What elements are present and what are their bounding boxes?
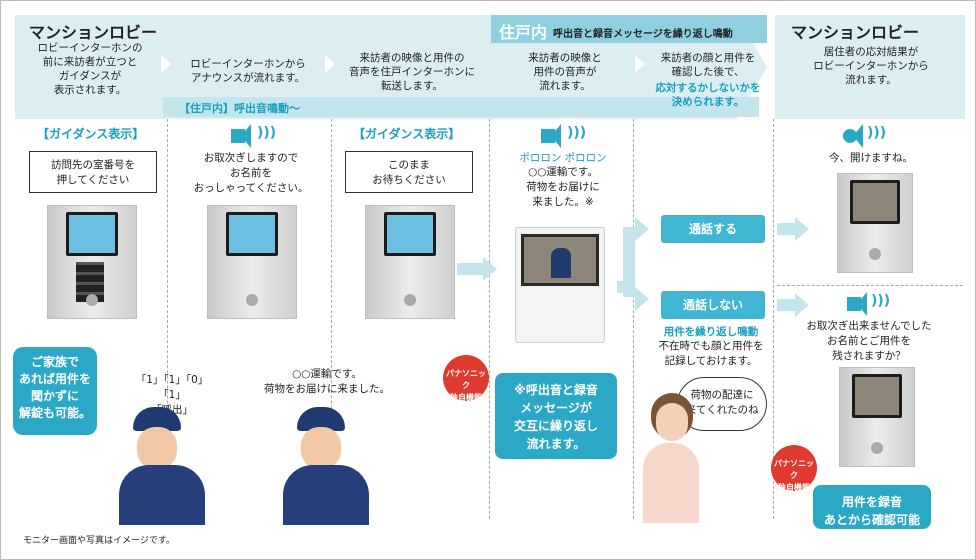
sound-wave-icon: ))): [871, 293, 891, 309]
sound-wave-icon: ))): [867, 125, 887, 141]
divider: [331, 119, 332, 519]
keypad-input-text: 「1」「1」「0」「1」 「呼出」: [135, 374, 209, 416]
chevron-icon: [635, 55, 645, 73]
resident-thought-bubble: 荷物の配達に 来てくれたのね: [677, 377, 767, 431]
guidance-tag: 【ガイダンス表示】: [37, 127, 145, 141]
arrow-right-icon: [795, 293, 809, 317]
divider: [489, 119, 490, 519]
step-1-text: ロビーインターホンの 前に来訪者が立つと ガイダンスが 表示されます。: [37, 42, 143, 96]
recorded-message-text: ○○運輸です。 荷物をお届けに 来ました。※: [526, 166, 600, 208]
exclusive-feature-badge: パナソニック 独自機能: [771, 445, 817, 492]
talk-button[interactable]: 通話する: [661, 215, 765, 243]
lobby-intercom-panel: [365, 205, 455, 319]
lobby-intercom-panel: [837, 173, 913, 273]
divider: [633, 119, 634, 519]
step-2-text: ロビーインターホンから アナウンスが流れます。: [190, 58, 306, 84]
step-5-highlight: 応対するかしないかを 決められます。: [655, 82, 761, 108]
reply-unavailable-text: お取次ぎ出来ませんでした お名前とご用件を 残されますか？: [806, 320, 932, 362]
sound-wave-icon: ))): [257, 125, 277, 141]
section-lobby-title: マンションロビー: [29, 23, 158, 42]
divider: [773, 119, 774, 519]
lobby-intercom-panel: [839, 367, 915, 467]
step-3-text: 来訪者の映像と用件の 音声を住戸インターホンに 転送します。: [349, 52, 475, 92]
speaker-icon: [541, 124, 561, 148]
guidance-tag: 【ガイダンス表示】: [353, 127, 461, 141]
ringing-label: 【住戸内】呼出音鳴動～: [179, 102, 300, 115]
no-talk-button[interactable]: 通話しない: [661, 291, 765, 319]
flow-arrow: [777, 299, 795, 311]
chevron-icon: [161, 55, 171, 73]
flow-arrow: [457, 263, 483, 275]
announce-text: お取次ぎしますので お名前を おっしゃってください。: [193, 152, 309, 194]
feature-badge-middle: ※呼出音と録音 メッセージが 交互に繰り返し 流れます。: [495, 373, 617, 459]
sound-wave-icon: ))): [567, 125, 587, 141]
feature-badge-left-text: ご家族で あれば用件を 聞かずに 解錠も可能。: [18, 355, 91, 420]
feature-badge-left: ご家族で あれば用件を 聞かずに 解錠も可能。: [13, 347, 97, 435]
exclusive-feature-badge: パナソニック 独自機能: [443, 355, 489, 402]
arrow-right-icon: [483, 257, 497, 281]
speaking-face-icon: [843, 124, 863, 148]
reply-open-text: 今、開けますね。: [829, 152, 913, 164]
section-lobby2-title: マンションロビー: [791, 23, 920, 42]
arrow-right-icon: [795, 217, 809, 241]
step-5-text: 来訪者の顔と用件を 確認した後で、: [660, 52, 756, 78]
delivery-worker-photo: [283, 407, 369, 525]
chevron-icon: [325, 55, 335, 73]
lobby-intercom-panel: [47, 205, 137, 319]
flow-arrow: [777, 223, 795, 235]
process-banner-end: [775, 15, 965, 119]
instruction-box: 訪問先の室番号を 押してください: [29, 151, 157, 193]
divider: [777, 285, 963, 286]
repeat-ring-text: 用件を繰り返し鳴動: [663, 326, 759, 338]
speaker-icon: [231, 124, 251, 148]
arrow-right-icon: [635, 217, 649, 241]
ringing-bar: 【住戸内】呼出音鳴動～: [163, 97, 759, 117]
home-header-bar: [491, 15, 767, 43]
speaker-icon: [847, 292, 867, 316]
step-4-text: 来訪者の映像と 用件の音声が 流れます。: [528, 52, 602, 92]
step-6-text: 居住者の応対結果が ロビーインターホンから 流れます。: [813, 46, 929, 86]
home-monitor: [515, 227, 605, 343]
flow-arrow: [623, 227, 635, 297]
chime-text: ポロロン ポロロン: [519, 152, 607, 164]
section-home-title: 住戸内: [499, 23, 548, 42]
arrow-right-icon: [635, 287, 649, 311]
visitor-speech-text: ○○運輸です。 荷物をお届けに来ました。: [264, 368, 390, 395]
resident-photo: [641, 393, 701, 523]
divider: [167, 119, 168, 519]
lobby-intercom-panel: [207, 205, 297, 319]
record-note-text: 不在時でも顔と用件を 記録しておけます。: [658, 340, 764, 367]
footnote: モニター画面や写真はイメージです。: [23, 536, 175, 546]
section-home-subtitle: 呼出音と録音メッセージを繰り返し鳴動: [553, 29, 733, 40]
feature-badge-right: 用件を録音 あとから確認可能: [813, 485, 931, 529]
delivery-worker-photo: [119, 407, 205, 525]
instruction-box: このまま お待ちください: [345, 151, 473, 193]
